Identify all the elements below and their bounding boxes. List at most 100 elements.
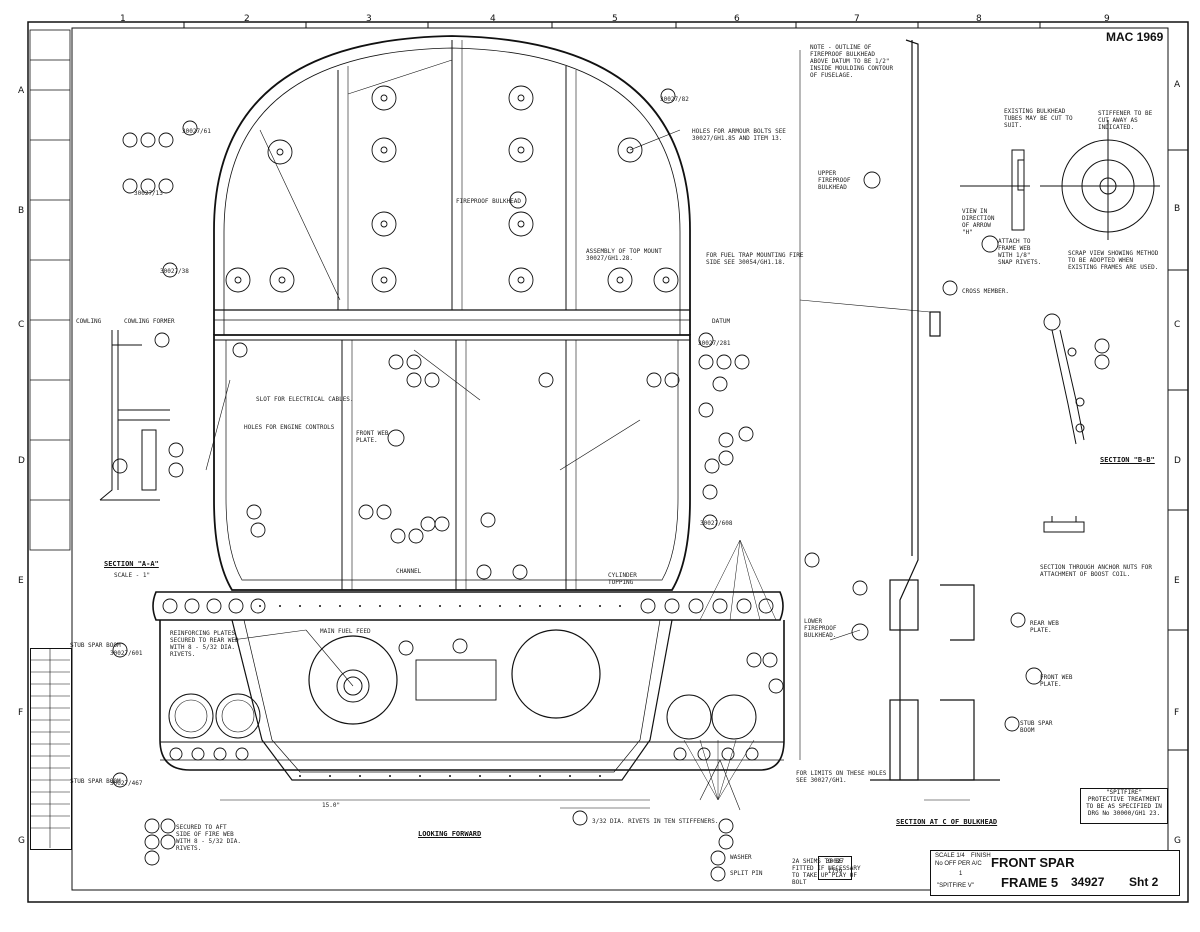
note-view-direction: VIEW IN DIRECTION OF ARROW "H" — [962, 208, 995, 236]
grid-row-f-left: F — [18, 708, 24, 718]
note-stub-spar-boom-top: STUB SPAR BOOM — [70, 642, 121, 649]
note-engine-mount: ASSEMBLY OF TOP MOUNT 30027/GH1.28. — [586, 248, 662, 262]
protective-line-4: DRG No 30000/GH1 23. — [1087, 810, 1161, 817]
dim-looking-forward: 15.0" — [322, 802, 341, 809]
grid-col-3: 3 — [366, 14, 372, 24]
grid-row-a-left: A — [18, 86, 25, 96]
protective-treatment-box: "SPITFIRE" PROTECTIVE TREATMENT TO BE AS… — [1080, 788, 1168, 824]
leader-lines — [205, 59, 931, 811]
rivet-rows — [259, 605, 621, 777]
grid-row-a: A — [1174, 80, 1181, 90]
note-channel: CHANNEL — [396, 568, 422, 575]
grid-col-9: 9 — [1104, 14, 1110, 24]
note-spinner-cut: STIFFENER TO BE CUT AWAY AS INDICATED. — [1098, 110, 1153, 131]
spar-band — [152, 591, 784, 621]
note-outline: NOTE - OUTLINE OF FIREPROOF BULKHEAD ABO… — [810, 44, 894, 79]
stamp-line-2: 1759 — [827, 868, 843, 875]
note-attach-frame: ATTACH TO FRAME WEB WITH 1/8" SNAP RIVET… — [998, 238, 1042, 266]
part-stamp: 30027 1759 — [818, 856, 852, 880]
grid-col-4: 4 — [490, 14, 496, 24]
qty-label: No OFF PER A/C — [935, 861, 982, 867]
note-for-limits: FOR LIMITS ON THESE HOLES SEE 30027/GH1. — [796, 770, 887, 784]
note-fuel-trap: FOR FUEL TRAP MOUNTING FIRE SIDE SEE 300… — [706, 252, 804, 266]
part-number-label: 30027/13 — [134, 190, 163, 197]
protective-line-2: PROTECTIVE TREATMENT — [1087, 796, 1161, 803]
grid-col-2: 2 — [244, 14, 250, 24]
part-number-label: 30027/82 — [660, 96, 689, 103]
note-firewall: FIREPROOF BULKHEAD — [456, 198, 522, 205]
note-scrap-view: SCRAP VIEW SHOWING METHOD TO BE ADOPTED … — [1068, 250, 1159, 271]
grid-row-f: F — [1174, 708, 1180, 718]
title-block: SCALE 1/4 FINISH No OFF PER A/C 1 "SPITF… — [930, 850, 1180, 896]
grid-row-b: B — [1174, 204, 1181, 214]
outer-border — [27, 21, 1189, 903]
protective-line-1: "SPITFIRE" — [1105, 789, 1143, 796]
drawing-subtitle: FRAME 5 — [1001, 875, 1059, 890]
grid-row-d: D — [1174, 456, 1181, 466]
aircraft-label: "SPITFIRE V" — [937, 883, 974, 889]
note-existing-tubes: EXISTING BULKHEAD TUBES MAY BE CUT TO SU… — [1004, 108, 1073, 129]
stamp-line-1: 30027 — [825, 858, 845, 865]
note-split-pin: SPLIT PIN — [730, 870, 763, 877]
protective-line-3: TO BE AS SPECIFIED IN — [1086, 803, 1162, 810]
note-stub-spar-boom-bottom: STUB SPAR BOOM — [70, 778, 121, 785]
grid-row-b-left: B — [18, 206, 25, 216]
dome-outline — [213, 35, 691, 335]
note-cross-member: CROSS MEMBER. — [962, 288, 1009, 295]
note-washer: WASHER — [730, 854, 752, 861]
part-number-label: 30027/601 — [110, 650, 143, 657]
armour-bolt-holes — [225, 85, 679, 293]
revision-strip — [29, 29, 71, 551]
bulkhead-frame — [152, 35, 785, 781]
note-shims: 2A SHIMS TO BE FITTED IF NECESSARY TO TA… — [792, 858, 861, 886]
note-rivets-ten: 3/32 DIA. RIVETS IN TEN STIFFENERS. — [592, 818, 719, 825]
sheet-number: Sht 2 — [1129, 875, 1159, 889]
note-reinforcing: REINFORCING PLATES SECURED TO REAR WEB W… — [170, 630, 239, 658]
note-cowling-former: COWLING FORMER — [124, 318, 175, 325]
body-outline — [213, 334, 691, 591]
grid-col-5: 5 — [612, 14, 618, 24]
grid-row-g: G — [1174, 836, 1181, 846]
section-aa-scale: SCALE - 1" — [114, 572, 151, 579]
note-slot-cables: SLOT FOR ELECTRICAL CABLES. — [256, 396, 354, 403]
mini-table-lines — [30, 648, 70, 848]
grid-ticks — [183, 22, 1188, 751]
finish-label: FINISH — [971, 853, 991, 859]
grid-col-1: 1 — [120, 14, 126, 24]
view-title-section-cl: SECTION AT C OF BULKHEAD — [896, 818, 998, 826]
grid-row-e-left: E — [18, 576, 24, 586]
grid-col-7: 7 — [854, 14, 860, 24]
note-armour: HOLES FOR ARMOUR BOLTS SEE 30027/GH1.85 … — [692, 128, 786, 142]
scale-label: SCALE 1/4 — [935, 853, 965, 859]
grid-row-e: E — [1174, 576, 1180, 586]
spar-box — [159, 620, 785, 771]
grid-row-c: C — [1174, 320, 1181, 330]
drawing-number: 34927 — [1071, 875, 1105, 889]
part-number-label: 30027/467 — [110, 780, 143, 787]
grid-col-6: 6 — [734, 14, 740, 24]
note-section-nut: SECTION THROUGH ANCHOR NUTS FOR ATTACHME… — [1040, 564, 1152, 578]
revision-table — [30, 648, 72, 850]
leader-fans — [683, 539, 777, 801]
part-number-label: 30027/61 — [182, 128, 211, 135]
note-holes-engine: HOLES FOR ENGINE CONTROLS — [244, 424, 335, 431]
note-upper-bulkhead: UPPER FIREPROOF BULKHEAD — [818, 170, 851, 191]
note-stub-spar-boom-right: STUB SPAR BOOM — [1020, 720, 1053, 734]
note-cowling: COWLING — [76, 318, 102, 325]
note-front-web: FRONT WEB PLATE. — [1040, 674, 1073, 688]
qty-value: 1 — [959, 871, 963, 877]
note-lower-bulkhead: LOWER FIREPROOF BULKHEAD. — [804, 618, 837, 639]
sheet-identifier: MAC 1969 — [1106, 30, 1164, 44]
section-bb — [1051, 329, 1085, 445]
drawing-title: FRONT SPAR — [991, 855, 1075, 870]
grid-col-8: 8 — [976, 14, 982, 24]
scrap-view — [960, 120, 1160, 240]
note-front-web-plate: FRONT WEB PLATE. — [356, 430, 389, 444]
note-rear-web: REAR WEB PLATE. — [1030, 620, 1059, 634]
section-centre-line — [870, 39, 1000, 781]
note-main-fuel-feed: MAIN FUEL FEED — [320, 628, 371, 635]
spar-band-holes — [162, 598, 774, 761]
anchor-nut-section — [1043, 516, 1085, 533]
